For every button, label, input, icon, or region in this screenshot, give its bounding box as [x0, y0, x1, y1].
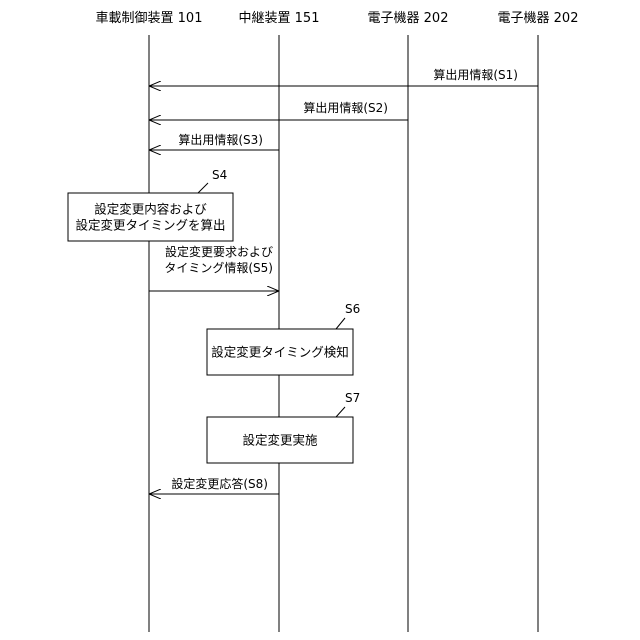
message-label-S1: 算出用情報(S1) — [433, 67, 518, 82]
step-leader-S7 — [336, 407, 345, 417]
message-S5: 設定変更要求およびタイミング情報(S5) — [149, 244, 279, 291]
process-boxes: 設定変更内容および設定変更タイミングを算出S4設定変更タイミング検知S6設定変更… — [68, 168, 360, 463]
participant-headers: 車載制御装置 101 中継装置 151 電子機器 202 電子機器 202 — [96, 11, 579, 26]
message-S3: 算出用情報(S3) — [149, 132, 279, 150]
process-text-S6: 設定変更タイミング検知 — [211, 345, 349, 360]
step-leader-S6 — [336, 318, 345, 329]
message-label-S3: 算出用情報(S3) — [178, 132, 263, 147]
step-label-S7: S7 — [345, 391, 360, 405]
step-label-S6: S6 — [345, 302, 360, 316]
message-S8: 設定変更応答(S8) — [149, 476, 279, 494]
message-label-S5: 設定変更要求および — [165, 244, 273, 259]
process-S7: 設定変更実施 S7 — [207, 391, 360, 463]
step-label-S4: S4 — [212, 168, 227, 182]
step-leader-S4 — [198, 183, 208, 193]
participant-label-p2: 中継装置 151 — [239, 11, 320, 26]
participant-label-p1: 車載制御装置 101 — [96, 11, 203, 26]
message-S1: 算出用情報(S1) — [149, 67, 538, 86]
process-text-S4: 設定変更タイミングを算出 — [75, 218, 225, 233]
message-label-S8: 設定変更応答(S8) — [171, 476, 268, 491]
participant-label-p3: 電子機器 202 — [368, 11, 449, 26]
process-S4: 設定変更内容および設定変更タイミングを算出 S4 — [68, 168, 233, 241]
message-label-S5: タイミング情報(S5) — [164, 261, 273, 275]
process-text-S4: 設定変更内容および — [94, 202, 207, 217]
process-S6: 設定変更タイミング検知 S6 — [207, 302, 360, 375]
process-text-S7: 設定変更実施 — [242, 433, 318, 448]
participant-label-p4: 電子機器 202 — [498, 11, 579, 26]
message-label-S2: 算出用情報(S2) — [303, 100, 388, 115]
